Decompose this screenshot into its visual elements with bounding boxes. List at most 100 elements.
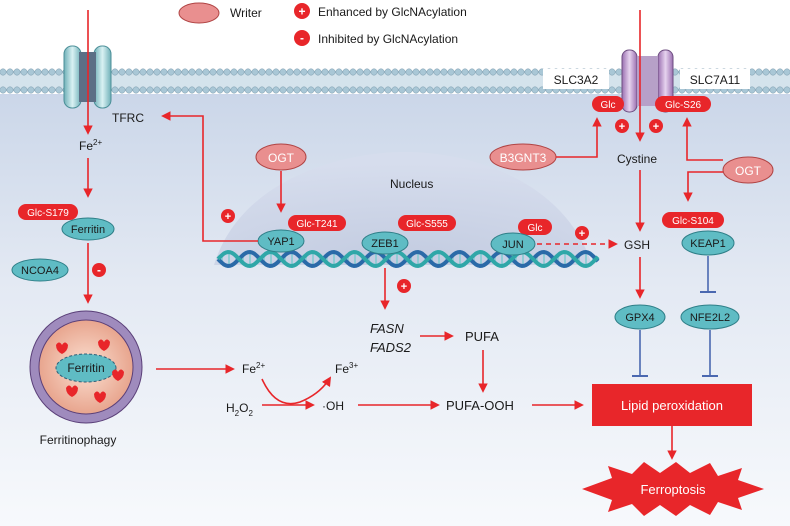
- svg-text:ZEB1: ZEB1: [371, 238, 399, 250]
- svg-text:YAP1: YAP1: [267, 236, 294, 248]
- lipid-head: [776, 86, 784, 94]
- ogt-to-slc7a11-arrow: [682, 117, 723, 161]
- lipid-head: [111, 68, 119, 76]
- lipid-head: [783, 68, 790, 76]
- lipid-head: [55, 86, 63, 94]
- svg-text:+: +: [579, 228, 585, 240]
- lipid-head: [307, 86, 315, 94]
- legend-enhanced-label: Enhanced by GlcNAcylation: [318, 5, 467, 19]
- ogt-cyto-node: [722, 156, 774, 184]
- lipid-head: [41, 68, 49, 76]
- tfrc-channel: [63, 45, 112, 109]
- lipid-head: [419, 68, 427, 76]
- lipid-head: [132, 68, 140, 76]
- lipid-head: [293, 86, 301, 94]
- slc3a2-glc-label: Glc: [601, 100, 616, 111]
- lipid-head: [440, 86, 448, 94]
- svg-text:Ferritin: Ferritin: [71, 224, 105, 236]
- lipid-head: [489, 68, 497, 76]
- lipid-head: [258, 68, 266, 76]
- lipid-head: [237, 68, 245, 76]
- lipid-head: [209, 86, 217, 94]
- keap1-node: [681, 230, 735, 256]
- lipid-head: [174, 86, 182, 94]
- svg-text:NFE2L2: NFE2L2: [690, 312, 730, 324]
- lipid-head: [363, 68, 371, 76]
- lipid-head: [517, 68, 525, 76]
- enhanced-swatch: [294, 3, 310, 19]
- fe2-top-label: Fe2+: [79, 138, 102, 153]
- lipid-head: [34, 68, 42, 76]
- lipid-head: [41, 86, 49, 94]
- jun-plus: [575, 226, 589, 240]
- slc7a11-glc-tag: [655, 96, 711, 112]
- lipid-head: [391, 68, 399, 76]
- lipid-head: [300, 86, 308, 94]
- lipid-head: [489, 86, 497, 94]
- lipid-head: [265, 68, 273, 76]
- ferroptosis-label: Ferroptosis: [640, 482, 706, 497]
- lipid-head: [160, 68, 168, 76]
- lipid-head: [426, 68, 434, 76]
- lipid-head: [146, 68, 154, 76]
- lipid-head: [34, 86, 42, 94]
- lipid-head: [286, 68, 294, 76]
- lipid-head: [503, 68, 511, 76]
- slc3a2-box: [543, 69, 609, 89]
- lipid-head: [251, 86, 259, 94]
- lipid-head: [468, 68, 476, 76]
- lipid-head: [419, 86, 427, 94]
- lipid-head: [433, 68, 441, 76]
- slc3a2-glc-tag: [592, 96, 624, 112]
- lipid-head: [251, 68, 259, 76]
- lipid-head: [755, 86, 763, 94]
- svg-text:OGT: OGT: [735, 164, 762, 178]
- lipid-head: [769, 68, 777, 76]
- lipid-head: [27, 86, 35, 94]
- legend-writer-label: Writer: [230, 6, 262, 20]
- lipid-head: [174, 68, 182, 76]
- lipid-head: [391, 86, 399, 94]
- h2o2-label: H2O2: [226, 401, 253, 418]
- lipid-head: [482, 68, 490, 76]
- lipid-head: [370, 68, 378, 76]
- dna-helix: [216, 249, 600, 269]
- lipid-head: [342, 68, 350, 76]
- lipid-head: [615, 68, 623, 76]
- lipid-head: [314, 86, 322, 94]
- lipid-head: [216, 68, 224, 76]
- svg-text:Glc-S555: Glc-S555: [406, 219, 448, 230]
- lipid-head: [510, 68, 518, 76]
- oh-label: ·OH: [322, 399, 344, 413]
- lipid-head: [307, 68, 315, 76]
- lipid-head: [314, 68, 322, 76]
- jun-glc-tag: [518, 219, 552, 235]
- lipid-head: [454, 68, 462, 76]
- slc7a11-box: [680, 69, 750, 89]
- lipid-head: [160, 86, 168, 94]
- svg-text:+: +: [653, 121, 659, 133]
- tfrc-label: TFRC: [112, 111, 144, 125]
- lipid-head: [195, 86, 203, 94]
- legend-inhibited-label: Inhibited by GlcNAcylation: [318, 32, 458, 46]
- lipid-head: [356, 86, 364, 94]
- lipid-head: [146, 86, 154, 94]
- lipid-head: [412, 86, 420, 94]
- lipid-head: [181, 86, 189, 94]
- lipid-head: [0, 68, 7, 76]
- svg-text:NCOA4: NCOA4: [21, 265, 59, 277]
- legend: Writer + Enhanced by GlcNAcylation - Inh…: [178, 2, 467, 46]
- enhanced-symbol: +: [298, 5, 305, 19]
- lipid-head: [13, 68, 21, 76]
- ogt-to-keap1-arrow: [683, 171, 723, 202]
- svg-text:Glc-T241: Glc-T241: [296, 219, 338, 230]
- lipid-head: [517, 86, 525, 94]
- ferritin-inner-label: Ferritin: [67, 361, 104, 375]
- lipid-head: [510, 86, 518, 94]
- lipid-head: [265, 86, 273, 94]
- lipid-head: [202, 86, 210, 94]
- lipid-head: [608, 86, 616, 94]
- cytoplasm: [0, 80, 790, 526]
- lipid-head: [762, 86, 770, 94]
- lipid-head: [286, 86, 294, 94]
